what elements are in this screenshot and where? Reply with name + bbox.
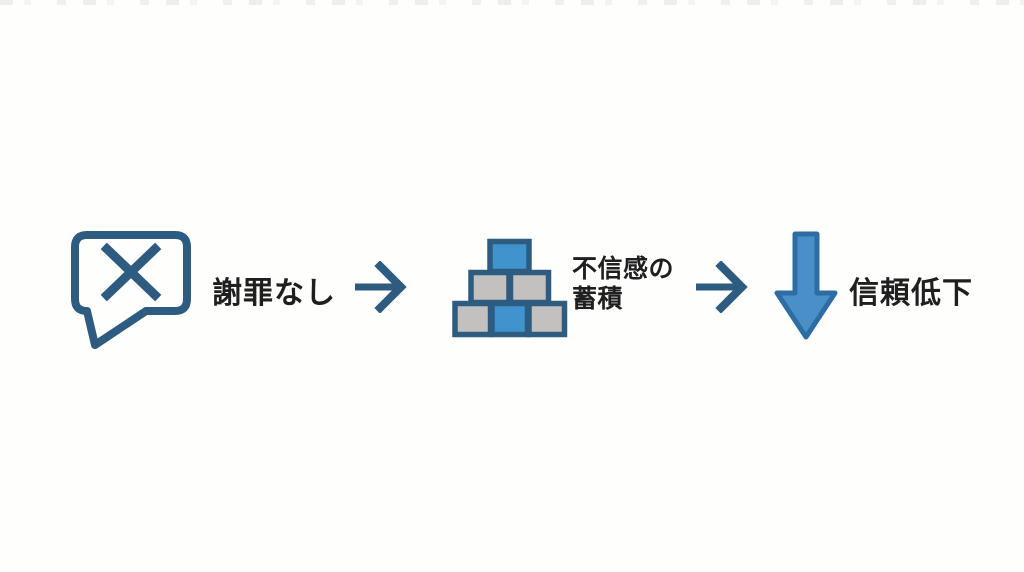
right-arrow-svg [696, 261, 748, 313]
brick-pyramid-icon [452, 237, 568, 340]
thick-down-arrow-icon [772, 230, 840, 342]
speech-bubble-with-x-icon [70, 230, 192, 350]
brick-mid-right [507, 269, 552, 306]
brick-bottom-left [452, 300, 494, 338]
x-mark [100, 242, 162, 302]
brick-bottom-right [526, 300, 568, 338]
step-label-distrust-accumulation: 不信感の 蓄積 [572, 254, 674, 314]
brick-bottom-center [489, 300, 531, 338]
arrow-head [374, 261, 407, 313]
step-label-line-1: 不信感の [572, 255, 675, 283]
right-arrow-icon [353, 261, 411, 313]
down-arrow-shape [774, 231, 838, 340]
cropped-text-artifact [0, 0, 1024, 5]
step-label-no-apology: 謝罪なし [212, 277, 336, 310]
brick-pyramid-svg [452, 238, 568, 338]
step-label-trust-decline: 信頼低下 [849, 277, 973, 310]
down-arrow-svg [774, 231, 838, 340]
arrow-head [715, 261, 748, 313]
brick-mid-left [468, 269, 512, 306]
step-label-line-2: 蓄積 [572, 285, 624, 313]
brick-top [487, 238, 532, 275]
speech-bubble-outline [71, 231, 191, 349]
right-arrow-svg [355, 261, 407, 313]
speech-bubble-svg [71, 231, 191, 349]
right-arrow-icon [694, 261, 752, 313]
